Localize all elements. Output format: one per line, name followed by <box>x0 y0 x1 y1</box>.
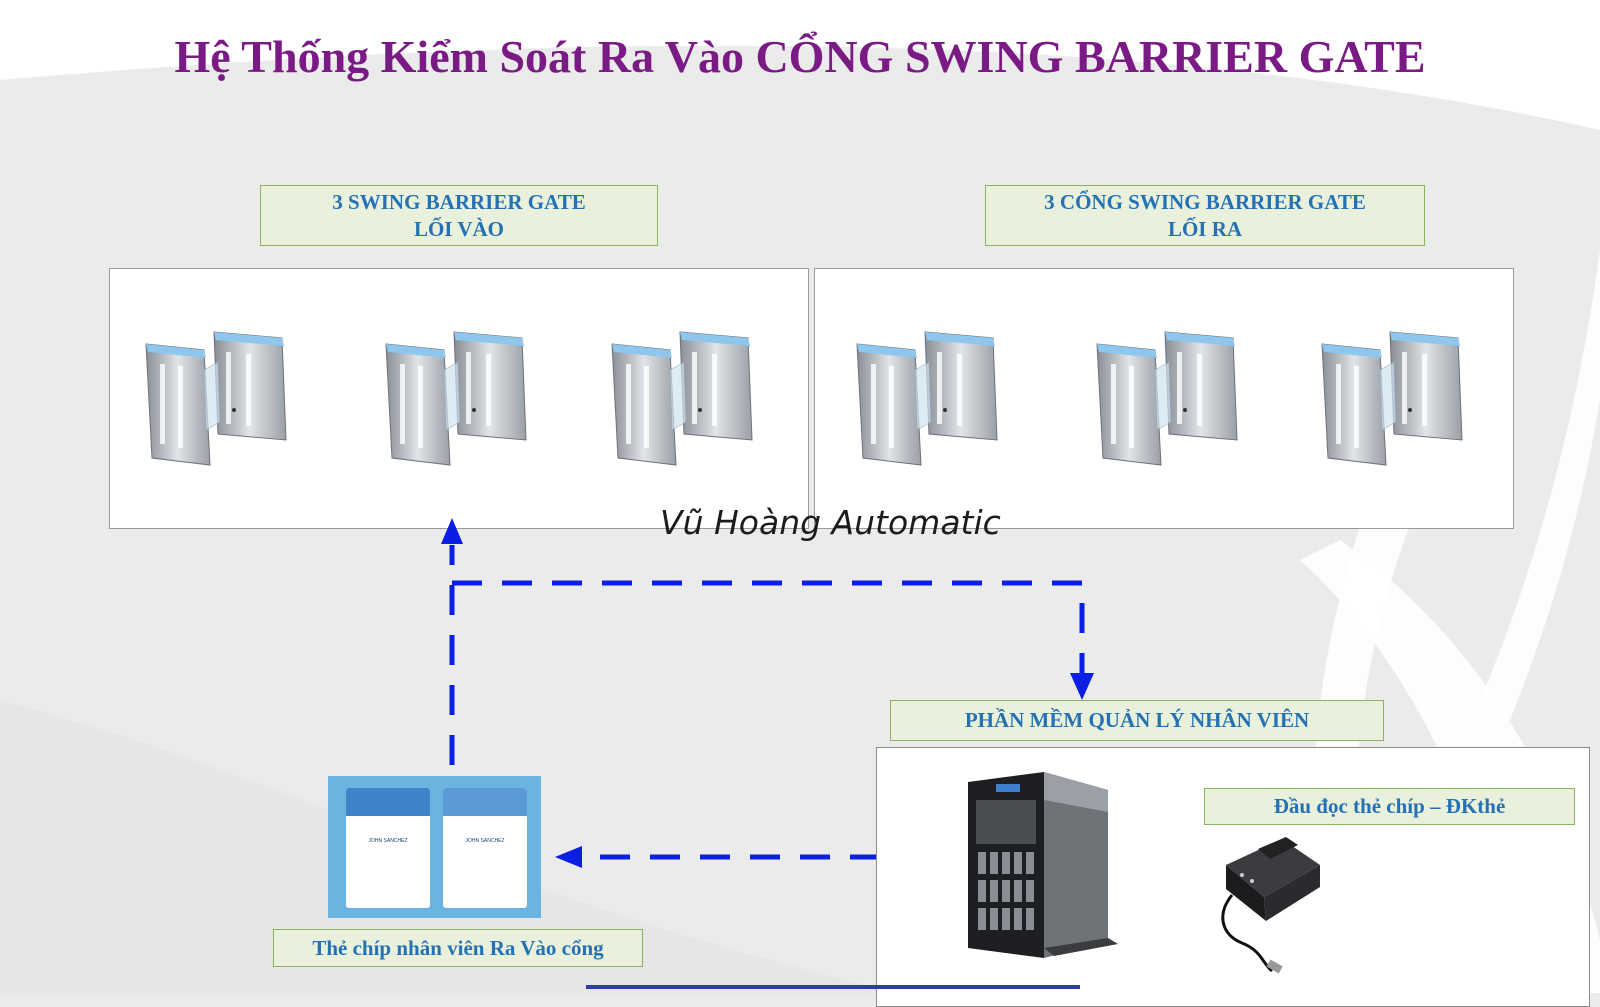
id-card-icon: JOHN SANCHEZ <box>346 788 430 908</box>
reader-label: Đầu đọc thẻ chíp – ĐKthẻ <box>1204 788 1575 825</box>
exit-label-line2: LỐI RA <box>1167 216 1243 241</box>
watermark: Vũ Hoàng Automatic <box>660 503 1001 542</box>
page-title: Hệ Thống Kiểm Soát Ra Vào CỔNG SWING BAR… <box>174 31 1426 82</box>
software-label: PHẦN MỀM QUẢN LÝ NHÂN VIÊN <box>890 700 1384 741</box>
card-label: Thẻ chíp nhân viên Ra Vào cổng <box>273 929 643 967</box>
server-tower-icon <box>968 772 1118 958</box>
exit-gates-label: 3 CỔNG SWING BARRIER GATE LỐI RA <box>985 185 1425 246</box>
swing-gate-icon <box>145 331 287 466</box>
id-card-icon: JOHN SANCHEZ <box>443 788 527 908</box>
swing-gate-icon <box>1096 331 1238 466</box>
entry-gates-label: 3 SWING BARRIER GATE LỐI VÀO <box>260 185 658 246</box>
id-cards-image: JOHN SANCHEZ JOHN SANCHEZ <box>328 776 541 918</box>
swing-gate-icon <box>856 331 998 466</box>
entry-label-line2: LỐI VÀO <box>413 216 505 241</box>
swing-gate-icon <box>1321 331 1463 466</box>
card-reader-icon <box>1221 837 1320 974</box>
card-holder-name: JOHN SANCHEZ <box>368 838 408 844</box>
entry-label-line1: 3 SWING BARRIER GATE <box>332 189 586 214</box>
exit-label-line1: 3 CỔNG SWING BARRIER GATE <box>1044 189 1366 214</box>
swing-gate-icon <box>385 331 527 466</box>
card-holder-name: JOHN SANCHEZ <box>465 838 505 844</box>
footer-line <box>586 985 1080 989</box>
swing-gate-icon <box>611 331 753 466</box>
